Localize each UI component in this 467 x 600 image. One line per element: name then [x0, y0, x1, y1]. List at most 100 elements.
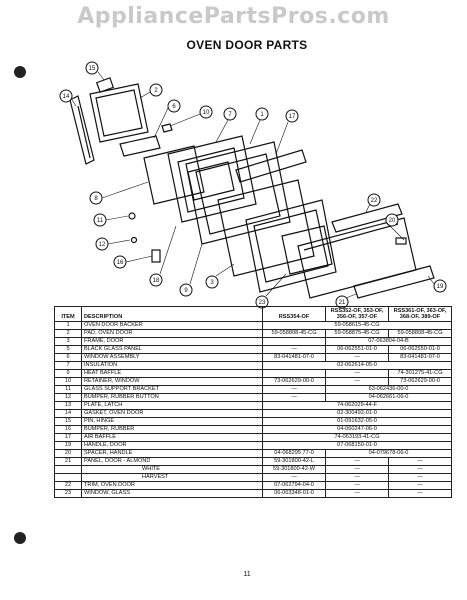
gasket-part [69, 95, 95, 165]
table-cell: — [325, 353, 389, 362]
table-cell: 74-301275-41-CG [388, 369, 452, 378]
col-description: DESCRIPTION [81, 306, 263, 322]
callout: 3 [205, 275, 219, 289]
table-cell: 59-301800-42-W [262, 465, 326, 474]
svg-text:18: 18 [153, 278, 160, 284]
table-header-row: ITEM DESCRIPTION RSS354-OF RSS352-OF, 35… [54, 306, 452, 322]
handle-part [353, 265, 435, 299]
table-cell: — [388, 457, 452, 466]
table-cell: HANDLE, DOOR [81, 441, 263, 450]
svg-text:2: 2 [154, 88, 158, 94]
table-cell: 06-062551-01-0 [325, 345, 389, 354]
table-cell: 73-062629-00-0 [262, 377, 326, 386]
table-cell: 59-058808-45-CG [388, 329, 452, 338]
col-rss352: RSS352-OF, 353-OF, 356-OF, 357-OF [325, 306, 389, 322]
pad-part [89, 83, 149, 143]
door-backer-part [185, 141, 291, 245]
table-cell: 74-062029-44-F [262, 401, 452, 410]
table-cell: WHITE [81, 465, 263, 474]
table-cell: 20 [54, 449, 82, 458]
clip-part [161, 123, 173, 133]
table-cell: — [262, 345, 326, 354]
table-cell: — [325, 457, 389, 466]
table-cell: — [325, 465, 389, 474]
table-cell: 73-062629-00-0 [388, 377, 452, 386]
table-cell: RETAINER, WINDOW [81, 377, 263, 386]
table-cell: 22 [54, 481, 82, 490]
callout: 6 [167, 99, 181, 113]
table-cell: 07-062794-04-0 [262, 481, 326, 490]
table-cell: — [262, 385, 326, 394]
callout: 1 [255, 107, 269, 121]
svg-text:16: 16 [117, 260, 124, 266]
frame-part [245, 199, 337, 293]
glass-window-part [281, 225, 333, 275]
table-cell: HEAT BAFFLE [81, 369, 263, 378]
callout: 22 [367, 193, 381, 207]
svg-text:21: 21 [339, 300, 346, 306]
table-cell: 19 [54, 441, 82, 450]
svg-text:22: 22 [371, 198, 378, 204]
table-cell: 3 [54, 337, 82, 346]
svg-text:7: 7 [228, 112, 232, 118]
table-cell: 23 [54, 489, 82, 498]
table-cell: PIN, HINGE [81, 417, 263, 426]
svg-text:6: 6 [172, 104, 176, 110]
table-cell: 6 [54, 353, 82, 362]
table-cell: 12 [54, 393, 82, 402]
hinge-pin-part [95, 77, 115, 93]
table-cell: 17 [54, 433, 82, 442]
callout: 18 [149, 273, 163, 287]
table-cell: BUMPER, RUBBER [81, 425, 263, 434]
callout: 20 [385, 213, 399, 227]
table-cell: GLASS SUPPORT BRACKET [81, 385, 263, 394]
callout: 11 [93, 213, 107, 227]
table-cell: GASKET, OVEN DOOR [81, 409, 263, 418]
svg-text:1: 1 [260, 112, 264, 118]
table-cell: 14 [54, 409, 82, 418]
svg-text:20: 20 [389, 218, 396, 224]
table-cell: PAD, OVEN DOOR [81, 329, 263, 338]
callout: 9 [179, 283, 193, 297]
callout: 10 [199, 105, 213, 119]
table-cell: 74-063193-41-CG [262, 433, 452, 442]
table-cell: SPACER, HANDLE [81, 449, 263, 458]
svg-text:9: 9 [184, 288, 188, 294]
page-title: OVEN DOOR PARTS [186, 38, 308, 52]
svg-text:14: 14 [63, 94, 70, 100]
retainer-part [119, 135, 161, 157]
table-cell: PANEL, DOOR - ALMOND [81, 457, 263, 466]
col-item: ITEM [54, 306, 82, 322]
table-cell: — [388, 489, 452, 498]
table-cell: 04-062661-06-0 [325, 393, 452, 402]
table-cell: 04-060247-06-0 [262, 425, 452, 434]
svg-text:19: 19 [437, 284, 444, 290]
insulation-part [217, 179, 315, 277]
svg-text:23: 23 [259, 300, 266, 306]
svg-text:10: 10 [203, 110, 210, 116]
callout: 2 [149, 83, 163, 97]
table-cell [54, 473, 82, 482]
page-number: 11 [243, 571, 251, 578]
table-cell: 2 [54, 329, 82, 338]
svg-text:3: 3 [210, 280, 214, 286]
table-cell: 83-041481-07-0 [388, 353, 452, 362]
table-cell: 07-063804-04-B [325, 337, 452, 346]
table-cell: 59-301800-42-L [262, 457, 326, 466]
spacer-part [395, 237, 407, 245]
table-cell: WINDOW, GLASS [81, 489, 263, 498]
table-cell: 21 [54, 457, 82, 466]
table-cell: 7 [54, 361, 82, 370]
table-cell: INSULATION [81, 361, 263, 370]
table-cell: 06-063348-01-0 [262, 489, 326, 498]
air-baffle-part [235, 149, 307, 183]
table-row: HARVEST——— [54, 473, 452, 482]
callout: 12 [95, 237, 109, 251]
